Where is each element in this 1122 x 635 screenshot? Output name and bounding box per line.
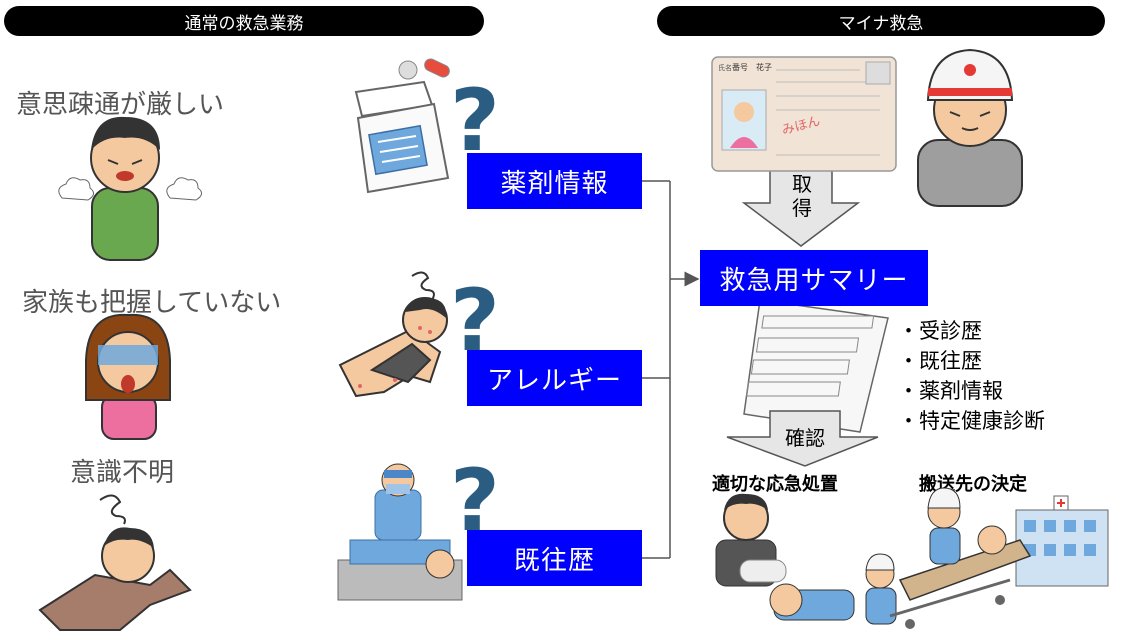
header-myna-kyukyu-label: マイナ救急 <box>838 13 924 34</box>
transport-illustration <box>865 487 1109 629</box>
header-myna-kyukyu: マイナ救急 <box>657 6 1105 36</box>
header-normal-ems: 通常の救急業務 <box>4 6 484 36</box>
summary-item: ・特定健康診断 <box>898 409 1045 433</box>
summary-document-icon <box>743 299 889 433</box>
issue-unconscious-label: 意識不明 <box>70 458 175 488</box>
worried-woman-illustration <box>85 313 171 440</box>
acquire-char-1: 取 <box>792 172 812 196</box>
question-mark-icon: ? ? ? <box>450 71 500 551</box>
issue-family-unaware-label: 家族も把握していない <box>22 288 282 318</box>
surgery-illustration <box>337 463 463 601</box>
summary-item: ・受診歴 <box>898 319 982 343</box>
confirm-arrow <box>726 410 879 467</box>
allergy-box: アレルギー <box>467 350 642 406</box>
emergency-summary-box: 救急用サマリー <box>700 250 928 306</box>
first-aid-label: 適切な応急処置 <box>712 474 838 495</box>
header-normal-ems-label: 通常の救急業務 <box>184 13 304 34</box>
acquire-label: 取 得 <box>787 172 817 220</box>
summary-item-list: ・受診歴 ・既往歴 ・薬剤情報 ・特定健康診断 <box>898 316 1045 436</box>
my-number-card-illustration: 氏名 番号 花子 みほん <box>711 56 897 172</box>
medicine-bag-illustration <box>354 58 450 194</box>
summary-item: ・既往歴 <box>898 349 982 373</box>
svg-text:?: ? <box>450 451 500 551</box>
svg-text:?: ? <box>450 71 500 171</box>
paramedic-illustration <box>917 48 1023 207</box>
drug-info-box: 薬剤情報 <box>467 153 642 209</box>
card-name-value: 番号 花子 <box>732 62 772 72</box>
allergy-child-illustration <box>338 271 448 398</box>
confirm-label: 確認 <box>785 426 825 450</box>
svg-text:?: ? <box>450 271 500 371</box>
summary-item: ・薬剤情報 <box>898 379 1003 403</box>
unconscious-man-illustration <box>38 494 192 631</box>
distressed-man-illustration <box>58 116 202 261</box>
card-name-label: 氏名 <box>718 63 732 72</box>
issue-communication-label: 意思疎通が厳しい <box>16 90 225 120</box>
acquire-char-2: 得 <box>792 196 812 220</box>
first-aid-illustration <box>715 493 855 621</box>
medical-history-box: 既往歴 <box>467 530 642 586</box>
